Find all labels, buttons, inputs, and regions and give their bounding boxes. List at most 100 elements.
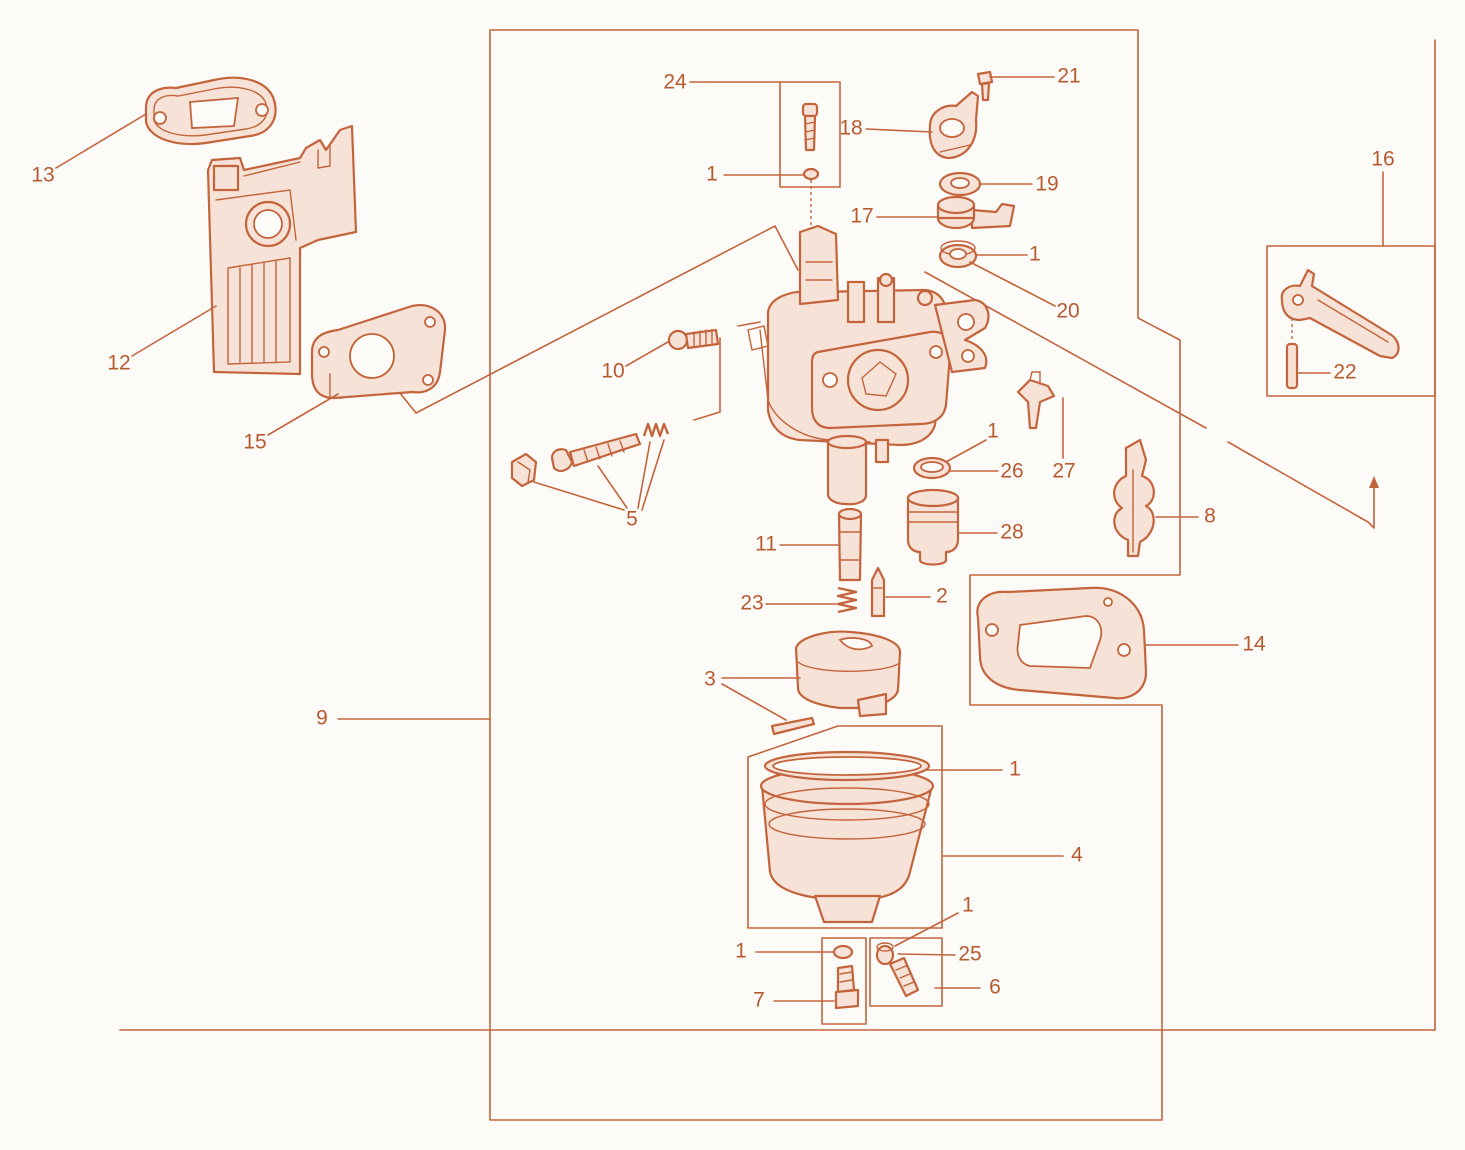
bracket-12-fold	[215, 189, 297, 241]
leader-18	[865, 128, 933, 133]
group-boxes	[747, 81, 1436, 1025]
callout-7: 7	[753, 989, 765, 1012]
gasket-14-hole-left	[985, 623, 999, 637]
bolt-7-head	[834, 988, 860, 1010]
callout-1-choke-screw: 1	[706, 163, 718, 186]
part-17-collar	[936, 195, 1016, 230]
callout-25: 25	[958, 943, 981, 966]
leader-3	[721, 677, 801, 721]
bolt-7-thread	[839, 971, 853, 983]
part-6-drain-screw	[875, 942, 920, 998]
arrow-up-icon	[1369, 476, 1379, 488]
leader-1-drain-washer	[894, 912, 959, 947]
screw-21-head	[976, 70, 994, 86]
callout-21: 21	[1057, 65, 1080, 88]
carb-body-boss	[916, 289, 934, 307]
callout-14: 14	[1242, 633, 1266, 656]
callout-8: 8	[1204, 505, 1216, 528]
callout-27: 27	[1052, 460, 1075, 483]
callout-11: 11	[755, 533, 777, 556]
bowl-4-band	[768, 808, 926, 840]
callout-9: 9	[316, 707, 328, 730]
bracket-18-edge	[939, 144, 971, 153]
collar-17-top	[936, 195, 976, 215]
screw-set-5-head	[550, 448, 574, 472]
callout-3: 3	[704, 668, 716, 691]
part-21-screw	[976, 70, 994, 102]
gasket-14-port	[1016, 615, 1103, 669]
screw-21-shaft	[980, 81, 991, 102]
carb-body-tower	[798, 224, 840, 306]
box-4-float-bowl-set	[747, 725, 943, 929]
carb-body-lug-hole-bottom	[961, 349, 975, 363]
part-18-bracket	[928, 90, 980, 160]
callout-5: 5	[626, 508, 638, 531]
holder-27-top	[1029, 371, 1041, 385]
screw-10-shaft	[684, 328, 720, 350]
gasket-14-hole-right	[1117, 643, 1131, 657]
callout-1-ring: 1	[987, 420, 999, 443]
part-8-valve	[1113, 438, 1155, 558]
lever-16-hole	[1292, 294, 1304, 306]
carburetor-body	[747, 224, 990, 506]
carburetor-assembly-outline	[489, 29, 1181, 1121]
float-3-slot	[838, 637, 874, 651]
callout-labels: 24 21 18 1 19 17 1 20 13 16 12 10 15 1 2…	[31, 65, 1394, 1012]
lever-16-rib	[1317, 299, 1389, 343]
part-4-float-bowl	[759, 750, 935, 924]
part-24-screw	[801, 102, 820, 181]
valve-8-body	[1113, 438, 1155, 558]
gasket-15-hole-left	[318, 346, 330, 358]
callout-20: 20	[1056, 300, 1079, 323]
carb-body-nozzle-housing-top	[826, 434, 868, 450]
gasket-15-bore	[349, 333, 395, 379]
part-2-needle	[870, 566, 886, 618]
part-23-spring	[836, 586, 858, 614]
part-28-holder	[906, 488, 960, 566]
part-3-float	[794, 630, 902, 718]
screw-set-5-cap-edge	[517, 461, 531, 483]
leader-10	[625, 341, 669, 367]
callout-22: 22	[1333, 361, 1356, 384]
gasket-13-inner-edge	[153, 86, 268, 137]
callout-2: 2	[936, 585, 948, 608]
part-10-screw	[667, 328, 720, 351]
holder-28-bands	[907, 511, 959, 523]
callout-28: 28	[1000, 521, 1023, 544]
leader-25	[897, 953, 956, 956]
bracket-12-plate	[206, 124, 358, 376]
leader-15	[267, 393, 339, 436]
callout-1-bolt-washer: 1	[735, 940, 747, 963]
carb-body-nozzle-housing	[826, 438, 868, 506]
frame-lines	[119, 29, 1436, 1121]
part-float-pin	[770, 716, 816, 736]
box-7-drain-bolt-set	[821, 937, 867, 1025]
callout-12: 12	[107, 352, 130, 375]
screw-6-thread	[895, 965, 915, 987]
washer-1-bolt	[832, 944, 854, 960]
screw-set-5-shaft	[568, 432, 642, 468]
guide-line-idle-screw-tick	[737, 321, 761, 327]
float-3-body	[794, 630, 902, 710]
part-22-pin	[1285, 318, 1299, 390]
callout-6: 6	[989, 976, 1001, 999]
screw-set-5-cap	[510, 452, 538, 488]
callout-26: 26	[1000, 460, 1023, 483]
part-15-gasket	[310, 304, 447, 400]
callout-23: 23	[740, 592, 763, 615]
guide-line-choke-right-a	[924, 271, 1207, 429]
box-16-choke-lever-set	[1266, 245, 1436, 397]
callout-1-drain-washer: 1	[962, 894, 974, 917]
callout-19: 19	[1035, 173, 1058, 196]
bracket-18-hole	[939, 118, 965, 138]
carb-body-linkage	[747, 325, 769, 351]
oring-1-choke-screw	[802, 167, 820, 181]
gasket-13-bolt-hole-right	[255, 103, 269, 117]
float-3-seam	[797, 661, 899, 672]
box-24-choke-screw-set	[779, 81, 841, 188]
bracket-12-arm	[243, 145, 331, 177]
pin-22-body	[1285, 342, 1299, 390]
callout-15: 15	[243, 431, 266, 454]
bolt-7-shaft	[836, 964, 856, 994]
